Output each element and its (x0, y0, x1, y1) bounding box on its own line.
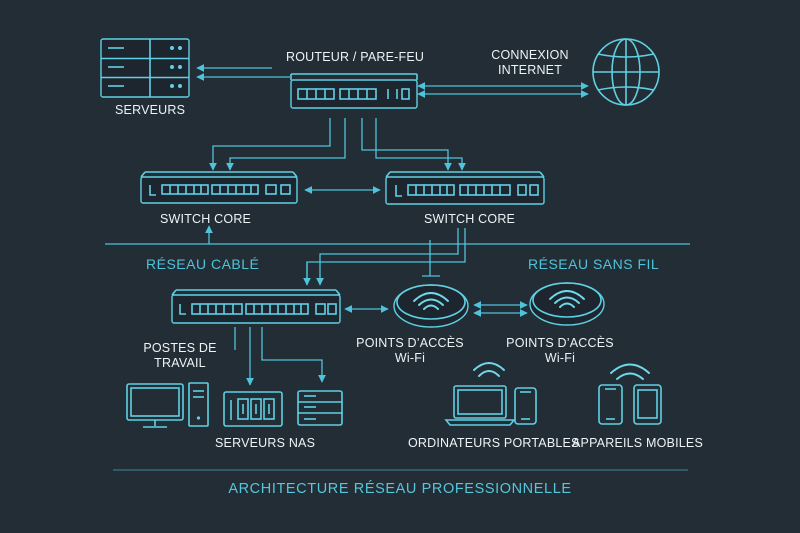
storage-stack-icon (297, 390, 343, 426)
nas-server-icon (223, 391, 283, 427)
server-rack-icon (100, 38, 190, 98)
laptop-icon (444, 362, 516, 426)
workstations-label: POSTES DE TRAVAIL (143, 341, 217, 370)
switch-core-right-label: SWITCH CORE (424, 212, 516, 226)
router-icon (290, 73, 418, 109)
access-point-2-icon (529, 282, 605, 326)
smartphone-icon (598, 384, 623, 425)
access-point-2-label: POINTS D’ACCÈS Wi-Fi (506, 336, 614, 365)
wireless-network-label: RÉSEAU SANS FIL (528, 256, 660, 272)
desktop-monitor-icon (126, 383, 184, 428)
router-label: ROUTEUR / PARE-FEU (286, 50, 425, 64)
link-core-ap (422, 240, 440, 277)
switch-core-right-icon (385, 171, 545, 205)
link-router-switch-right (361, 118, 452, 171)
pc-tower-icon (188, 382, 209, 427)
tablet-icon (633, 384, 662, 425)
servers-label: SERVEURS (115, 103, 186, 117)
internet-label: CONNEXION INTERNET (491, 48, 569, 77)
link-router-switch-left (209, 118, 331, 171)
mobile-devices-label: APPAREILS MOBILES (572, 436, 703, 450)
nas-servers-label: SERVEURS NAS (215, 436, 316, 450)
globe-icon (592, 38, 660, 106)
link-router-switch-right-2 (375, 118, 466, 171)
diagram-title: ARCHITECTURE RÉSEAU PROFESSIONNELLE (228, 481, 572, 497)
access-switch-icon (171, 289, 341, 324)
switch-core-left-label: SWITCH CORE (160, 212, 252, 226)
access-point-1-label: POINTS D’ACCÈS Wi-Fi (356, 336, 464, 365)
access-point-1-icon (393, 284, 469, 328)
link-switch-storage (261, 327, 326, 383)
laptops-label: ORDINATEURS PORTABLES (408, 436, 580, 450)
wired-network-label: RÉSEAU CABLÉ (146, 256, 260, 272)
switch-core-left-icon (140, 171, 298, 204)
link-core-access-switch (316, 228, 459, 286)
mobile-wifi-icon (610, 363, 650, 380)
phone-icon (514, 387, 537, 425)
link-router-switch-left-2 (226, 118, 346, 171)
